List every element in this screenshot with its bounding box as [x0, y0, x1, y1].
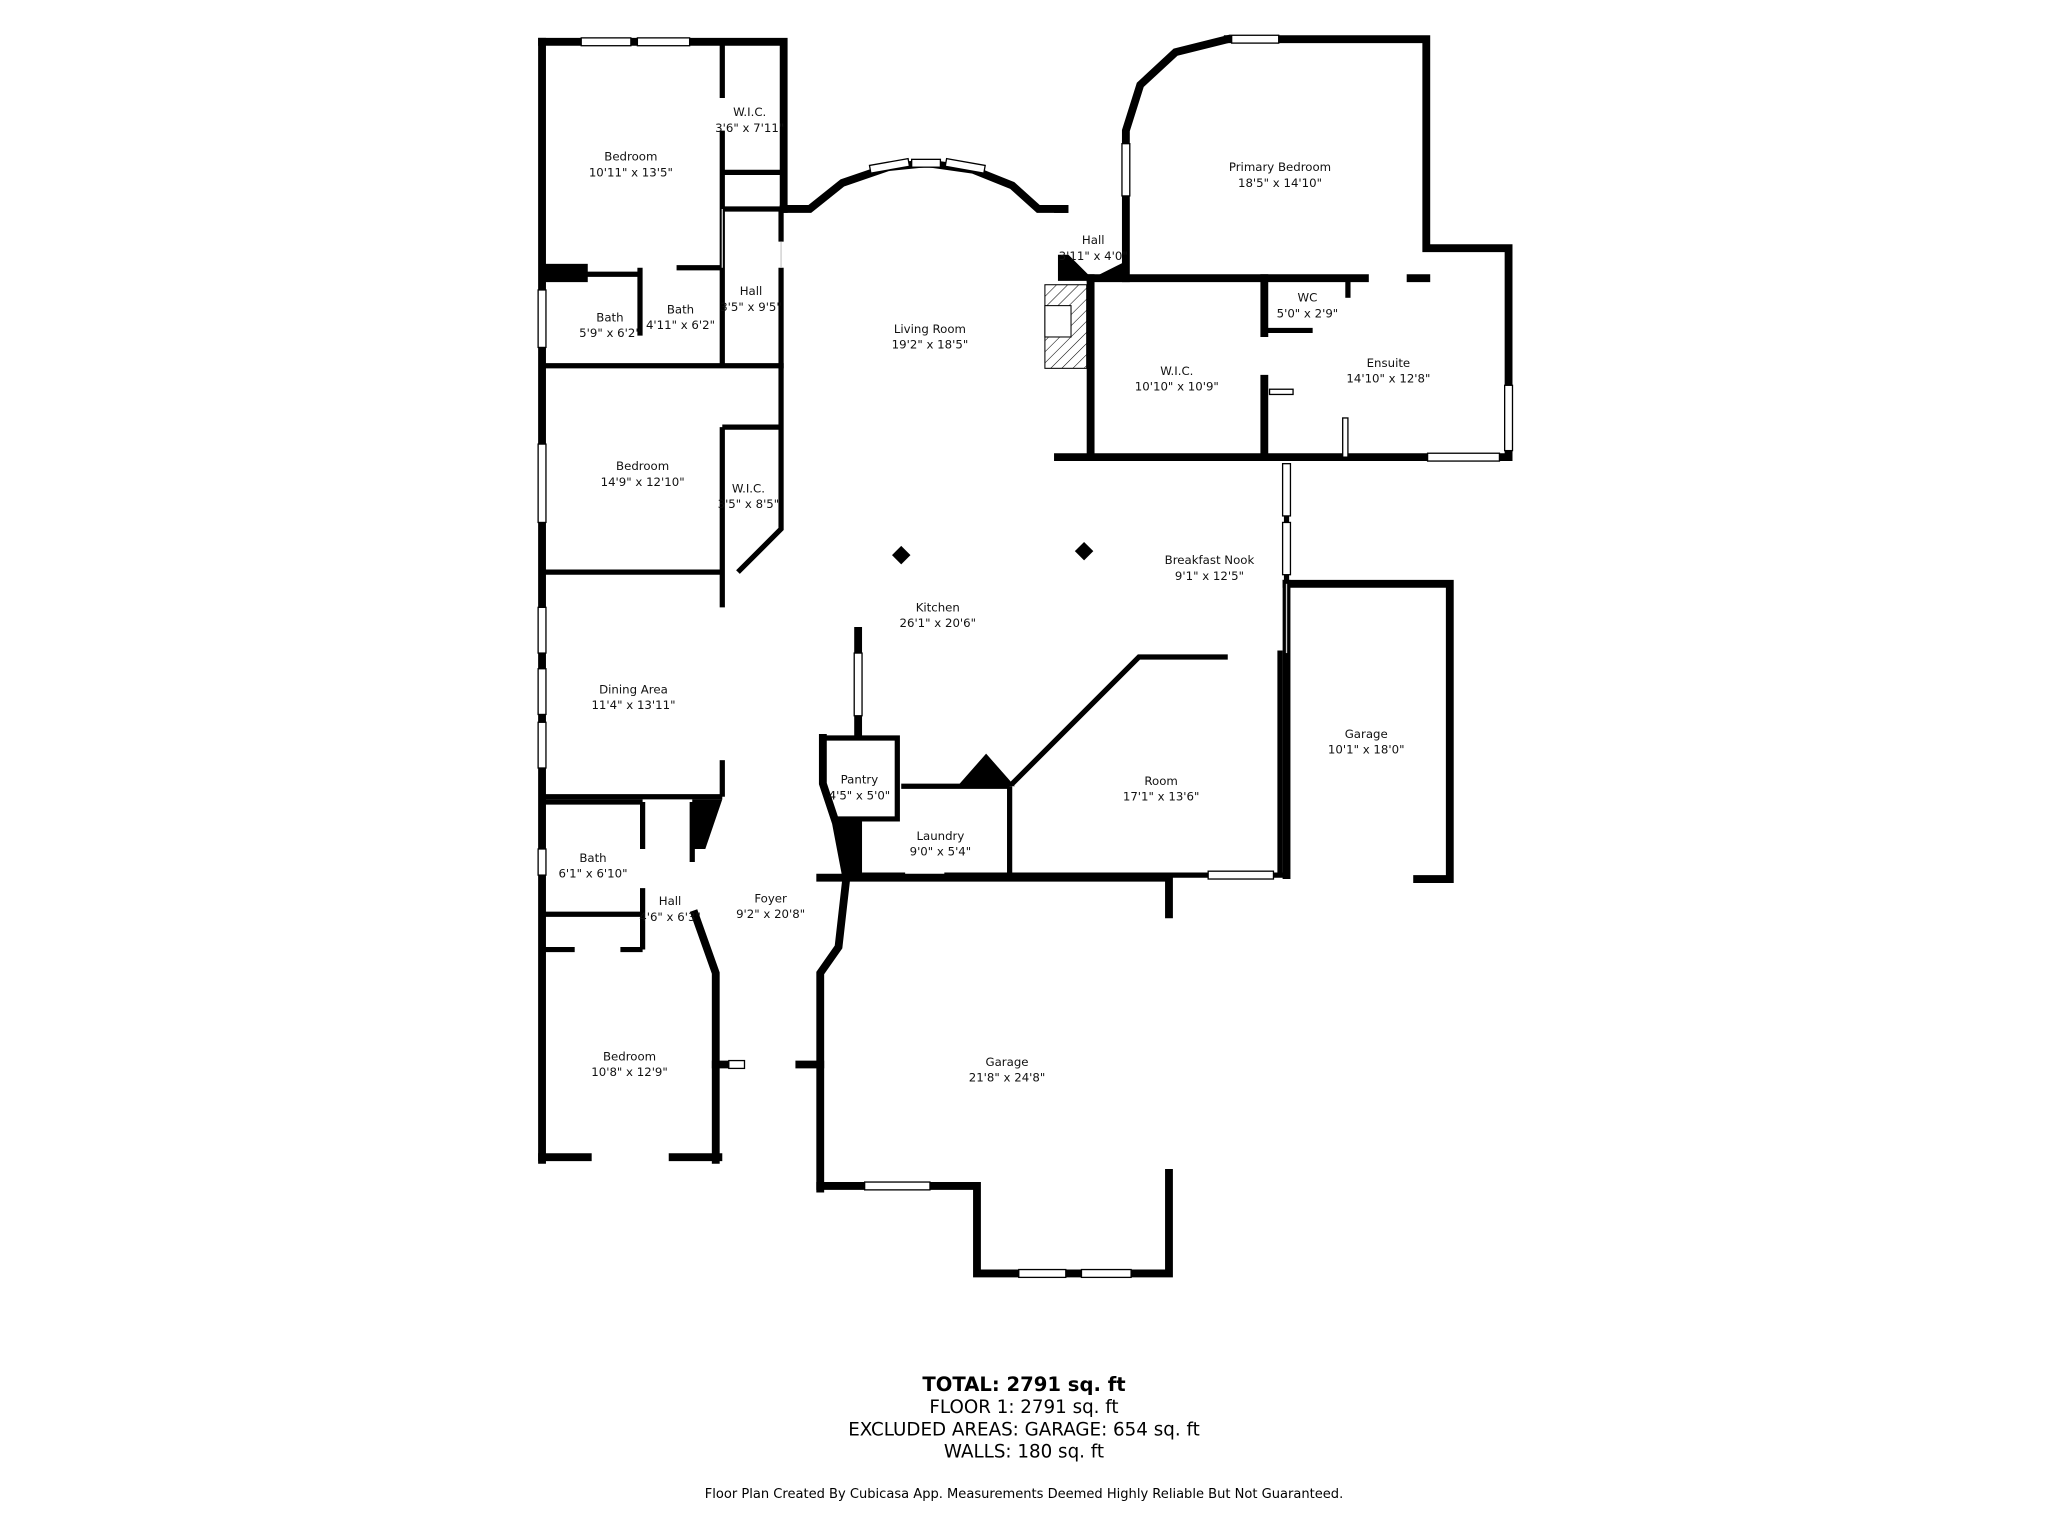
svg-text:18'5" x 14'10": 18'5" x 14'10" — [1238, 176, 1322, 190]
svg-text:9'1" x 12'5": 9'1" x 12'5" — [1175, 569, 1244, 583]
svg-text:Foyer: Foyer — [754, 892, 787, 906]
svg-text:9'2" x 20'8": 9'2" x 20'8" — [736, 907, 805, 921]
room-laundry: Laundry 9'0" x 5'4" — [910, 829, 972, 859]
walls-area: WALLS: 180 sq. ft — [944, 1442, 1104, 1463]
room-bath-2: Bath 4'11" x 6'2" — [646, 302, 715, 332]
svg-text:3'5" x 9'5": 3'5" x 9'5" — [720, 300, 782, 314]
svg-text:19'2" x 18'5": 19'2" x 18'5" — [892, 338, 969, 352]
floor-1-area: FLOOR 1: 2791 sq. ft — [929, 1397, 1118, 1418]
svg-text:21'8" x 24'8": 21'8" x 24'8" — [969, 1070, 1046, 1084]
svg-text:3'5" x 8'5": 3'5" x 8'5" — [718, 497, 780, 511]
svg-text:Primary Bedroom: Primary Bedroom — [1229, 160, 1331, 174]
svg-text:3'11" x 4'0": 3'11" x 4'0" — [1059, 249, 1128, 263]
room-hall-3: Hall 4'6" x 6'3" — [639, 894, 701, 924]
svg-text:11'4" x 13'11": 11'4" x 13'11" — [591, 698, 675, 712]
svg-text:W.I.C.: W.I.C. — [1160, 364, 1193, 378]
room-wic-1: W.I.C. 3'6" x 7'11" — [715, 105, 784, 135]
svg-text:Pantry: Pantry — [841, 773, 879, 787]
svg-text:W.I.C.: W.I.C. — [733, 105, 766, 119]
svg-text:4'5" x 5'0": 4'5" x 5'0" — [829, 788, 891, 802]
svg-text:Bath: Bath — [667, 302, 694, 316]
svg-text:Living Room: Living Room — [894, 322, 966, 336]
svg-text:Kitchen: Kitchen — [916, 600, 960, 614]
svg-text:Bedroom: Bedroom — [604, 150, 657, 164]
room-bath-1: Bath 5'9" x 6'2" — [579, 310, 641, 340]
area-summary: TOTAL: 2791 sq. ft FLOOR 1: 2791 sq. ft … — [705, 1373, 1343, 1502]
svg-text:14'9" x 12'10": 14'9" x 12'10" — [601, 475, 685, 489]
svg-text:5'9" x 6'2": 5'9" x 6'2" — [579, 326, 641, 340]
kitchen-island-markers — [891, 541, 1094, 565]
room-kitchen: Kitchen 26'1" x 20'6" — [900, 600, 977, 630]
svg-text:Bath: Bath — [579, 851, 606, 865]
svg-text:W.I.C.: W.I.C. — [732, 481, 765, 495]
svg-text:Breakfast Nook: Breakfast Nook — [1165, 553, 1255, 567]
svg-text:26'1" x 20'6": 26'1" x 20'6" — [900, 616, 977, 630]
svg-text:Laundry: Laundry — [916, 829, 964, 843]
excluded-areas: EXCLUDED AREAS: GARAGE: 654 sq. ft — [848, 1419, 1199, 1440]
room-bedroom-2: Bedroom 14'9" x 12'10" — [601, 459, 685, 489]
svg-text:WC: WC — [1298, 291, 1318, 305]
svg-text:6'1" x 6'10": 6'1" x 6'10" — [558, 867, 627, 881]
svg-text:3'6" x 7'11": 3'6" x 7'11" — [715, 121, 784, 135]
svg-text:Hall: Hall — [1082, 233, 1105, 247]
svg-text:17'1" x 13'6": 17'1" x 13'6" — [1123, 790, 1200, 804]
room-hall-1: Hall 3'5" x 9'5" — [720, 284, 782, 314]
room-garage-small: Garage 10'1" x 18'0" — [1328, 727, 1405, 757]
disclaimer: Floor Plan Created By Cubicasa App. Meas… — [705, 1487, 1343, 1502]
svg-text:Garage: Garage — [986, 1055, 1029, 1069]
svg-text:5'0" x 2'9": 5'0" x 2'9" — [1277, 306, 1339, 320]
room-living-room: Living Room 19'2" x 18'5" — [892, 322, 969, 352]
svg-text:Room: Room — [1144, 774, 1177, 788]
room-ensuite: Ensuite 14'10" x 12'8" — [1346, 356, 1430, 386]
svg-text:4'6" x 6'3": 4'6" x 6'3" — [639, 910, 701, 924]
svg-text:4'11" x 6'2": 4'11" x 6'2" — [646, 318, 715, 332]
windows — [537, 34, 1514, 1279]
svg-text:Bedroom: Bedroom — [603, 1050, 656, 1064]
svg-text:Bath: Bath — [596, 310, 623, 324]
total-area: TOTAL: 2791 sq. ft — [922, 1373, 1125, 1396]
svg-text:10'10" x 10'9": 10'10" x 10'9" — [1135, 380, 1219, 394]
room-wic-2: W.I.C. 3'5" x 8'5" — [718, 481, 780, 511]
room-primary-bedroom: Primary Bedroom 18'5" x 14'10" — [1229, 160, 1331, 190]
svg-text:Garage: Garage — [1345, 727, 1388, 741]
room-hall-2: Hall 3'11" x 4'0" — [1059, 233, 1128, 263]
svg-text:Dining Area: Dining Area — [599, 683, 668, 697]
walls — [538, 34, 1513, 1278]
room-wic-primary: W.I.C. 10'10" x 10'9" — [1135, 364, 1219, 394]
svg-text:10'11" x 13'5": 10'11" x 13'5" — [589, 165, 673, 179]
svg-text:Hall: Hall — [740, 284, 763, 298]
room-wc: WC5'0" x 2'9" — [1277, 291, 1339, 321]
svg-text:Bedroom: Bedroom — [616, 459, 669, 473]
svg-text:Hall: Hall — [659, 894, 682, 908]
svg-text:10'1" x 18'0": 10'1" x 18'0" — [1328, 743, 1405, 757]
svg-text:Ensuite: Ensuite — [1367, 356, 1411, 370]
room-breakfast-nook: Breakfast Nook 9'1" x 12'5" — [1165, 553, 1255, 583]
room-bath-3: Bath 6'1" x 6'10" — [558, 851, 627, 881]
svg-text:9'0" x 5'4": 9'0" x 5'4" — [910, 845, 972, 859]
room-room: Room 17'1" x 13'6" — [1123, 774, 1200, 804]
svg-text:14'10" x 12'8": 14'10" x 12'8" — [1346, 372, 1430, 386]
svg-text:10'8" x 12'9": 10'8" x 12'9" — [591, 1065, 668, 1079]
